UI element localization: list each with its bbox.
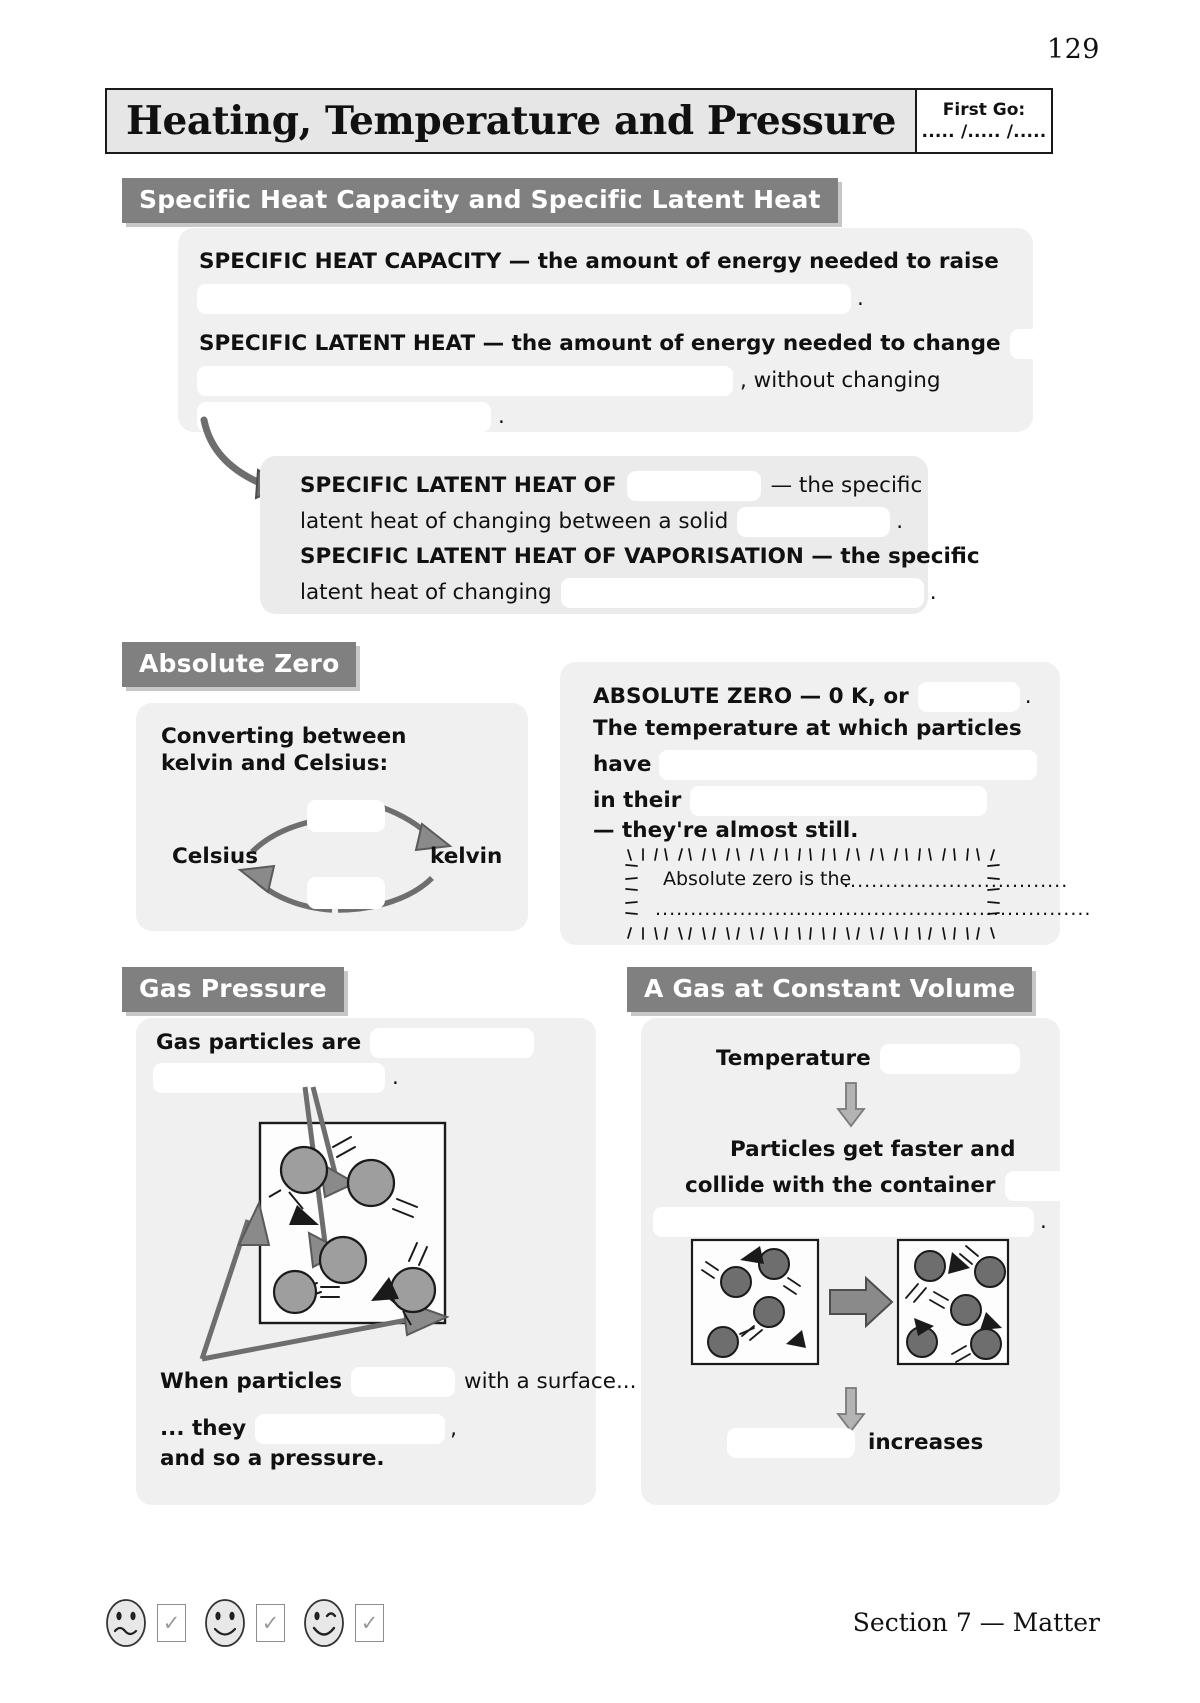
answer-blank-gas-3[interactable] [351, 1367, 456, 1397]
answer-blank-fusion-2[interactable] [737, 507, 891, 537]
cv-step-3: increases [727, 1424, 983, 1462]
banner-constant-volume: A Gas at Constant Volume [627, 967, 1033, 1012]
answer-blank-az-1[interactable] [917, 682, 1020, 712]
confidence-rating-row: ✓ ✓ ✓ [105, 1598, 384, 1648]
note-box-border-icon [625, 848, 1000, 940]
gas-pressure-bottom-line-3: and so a pressure. [160, 1446, 385, 1471]
gas-pressure-line-2: . [153, 1059, 399, 1097]
page-title-row: Heating, Temperature and Pressure First … [105, 88, 1053, 154]
az-def-line-2: The temperature at which particles [593, 716, 1022, 741]
shc-line-1: SPECIFIC HEAT CAPACITY — the amount of e… [199, 249, 999, 274]
label-kelvin: kelvin [430, 844, 503, 869]
answer-blank-az-2[interactable] [659, 750, 1038, 780]
answer-blank-convert-bottom[interactable] [307, 877, 385, 909]
az-def-line-1: ABSOLUTE ZERO — 0 K, or . [593, 678, 1032, 716]
gas-particle-diagram [199, 1086, 450, 1362]
answer-blank-gas-4[interactable] [255, 1414, 446, 1444]
rating-group-2[interactable]: ✓ [204, 1598, 285, 1648]
neutral-face-icon[interactable] [105, 1598, 147, 1648]
convert-title-line-1: Converting between [161, 724, 407, 749]
note-box-absolute-zero: Absolute zero is the ...................… [625, 848, 1090, 940]
cv-step-2-line-1: Particles get faster and [730, 1137, 1016, 1162]
answer-blank-slh-3[interactable] [197, 402, 491, 432]
answer-blank-fusion[interactable] [626, 471, 761, 501]
conversion-cycle-diagram [237, 801, 453, 913]
banner-gas-pressure: Gas Pressure [122, 967, 344, 1012]
note-end-period: . [965, 898, 972, 920]
cv-step-1: Temperature [716, 1040, 1020, 1078]
note-line-1: Absolute zero is the [663, 868, 852, 890]
cv-step-2-line-2: collide with the container [685, 1167, 1076, 1205]
first-go-box[interactable]: First Go: ..... /..... /..... [917, 88, 1053, 154]
answer-blank-cv-1[interactable] [879, 1044, 1020, 1074]
vaporisation-line-1: SPECIFIC LATENT HEAT OF VAPORISATION — t… [300, 544, 980, 569]
az-def-line-3: have [593, 746, 1038, 784]
first-go-date-slots[interactable]: ..... /..... /..... [921, 122, 1047, 143]
panel-definitions [178, 228, 1033, 432]
answer-blank-slh-1[interactable] [1009, 329, 1108, 359]
wink-face-icon[interactable] [303, 1598, 345, 1648]
banner-absolute-zero: Absolute Zero [122, 642, 357, 687]
az-def-line-5: — they're almost still. [593, 818, 859, 843]
az-def-line-4: in their [593, 782, 988, 820]
answer-blank-shc-1[interactable] [197, 284, 851, 314]
answer-blank-cv-4[interactable] [727, 1428, 855, 1458]
label-celsius: Celsius [172, 844, 258, 869]
page-title-box: Heating, Temperature and Pressure [105, 88, 917, 154]
rating-checkbox-1[interactable]: ✓ [157, 1604, 186, 1642]
shc-line-2: . [197, 280, 864, 318]
slh-line-2: , without changing [197, 362, 940, 400]
gas-pressure-bottom-line-1: When particles with a surface... [160, 1363, 636, 1401]
down-arrow-icon-1 [836, 1082, 866, 1128]
slh-line-3: . [197, 398, 505, 436]
gas-pressure-line-1: Gas particles are [156, 1024, 535, 1062]
answer-blank-gas-2[interactable] [153, 1063, 385, 1093]
constant-volume-comparison-diagram [690, 1238, 1010, 1366]
page-number: 129 [1046, 34, 1100, 65]
fusion-line-2: latent heat of changing between a solid … [300, 503, 903, 541]
answer-blank-slh-2[interactable] [197, 366, 733, 396]
cv-step-2-line-3: . [653, 1203, 1047, 1241]
answer-blank-convert-top[interactable] [307, 800, 385, 832]
smile-face-icon[interactable] [204, 1598, 246, 1648]
slh-line-1: SPECIFIC LATENT HEAT — the amount of ene… [199, 325, 1108, 363]
footer-section-label: Section 7 — Matter [852, 1608, 1100, 1637]
answer-blank-cv-3[interactable] [653, 1207, 1034, 1237]
note-dots-2[interactable]: ........................................… [655, 898, 1092, 920]
convert-title-line-2: kelvin and Celsius: [161, 751, 389, 776]
page-title: Heating, Temperature and Pressure [126, 98, 896, 144]
rating-group-3[interactable]: ✓ [303, 1598, 384, 1648]
rating-checkbox-3[interactable]: ✓ [355, 1604, 384, 1642]
answer-blank-az-3[interactable] [690, 786, 988, 816]
rating-checkbox-2[interactable]: ✓ [256, 1604, 285, 1642]
gas-pressure-bottom-line-2: ... they , [160, 1410, 457, 1448]
answer-blank-gas-1[interactable] [370, 1028, 535, 1058]
first-go-label: First Go: [942, 99, 1026, 120]
answer-blank-cv-2[interactable] [1004, 1171, 1076, 1201]
down-arrow-icon-2 [836, 1387, 866, 1433]
note-dots-1[interactable]: ................................ [843, 870, 1069, 892]
rating-group-1[interactable]: ✓ [105, 1598, 186, 1648]
fusion-line-1: SPECIFIC LATENT HEAT OF — the specific [300, 467, 922, 505]
answer-blank-vaporisation[interactable] [560, 578, 924, 608]
banner-specific-heat: Specific Heat Capacity and Specific Late… [122, 178, 838, 223]
vaporisation-line-2: latent heat of changing . [300, 574, 937, 612]
